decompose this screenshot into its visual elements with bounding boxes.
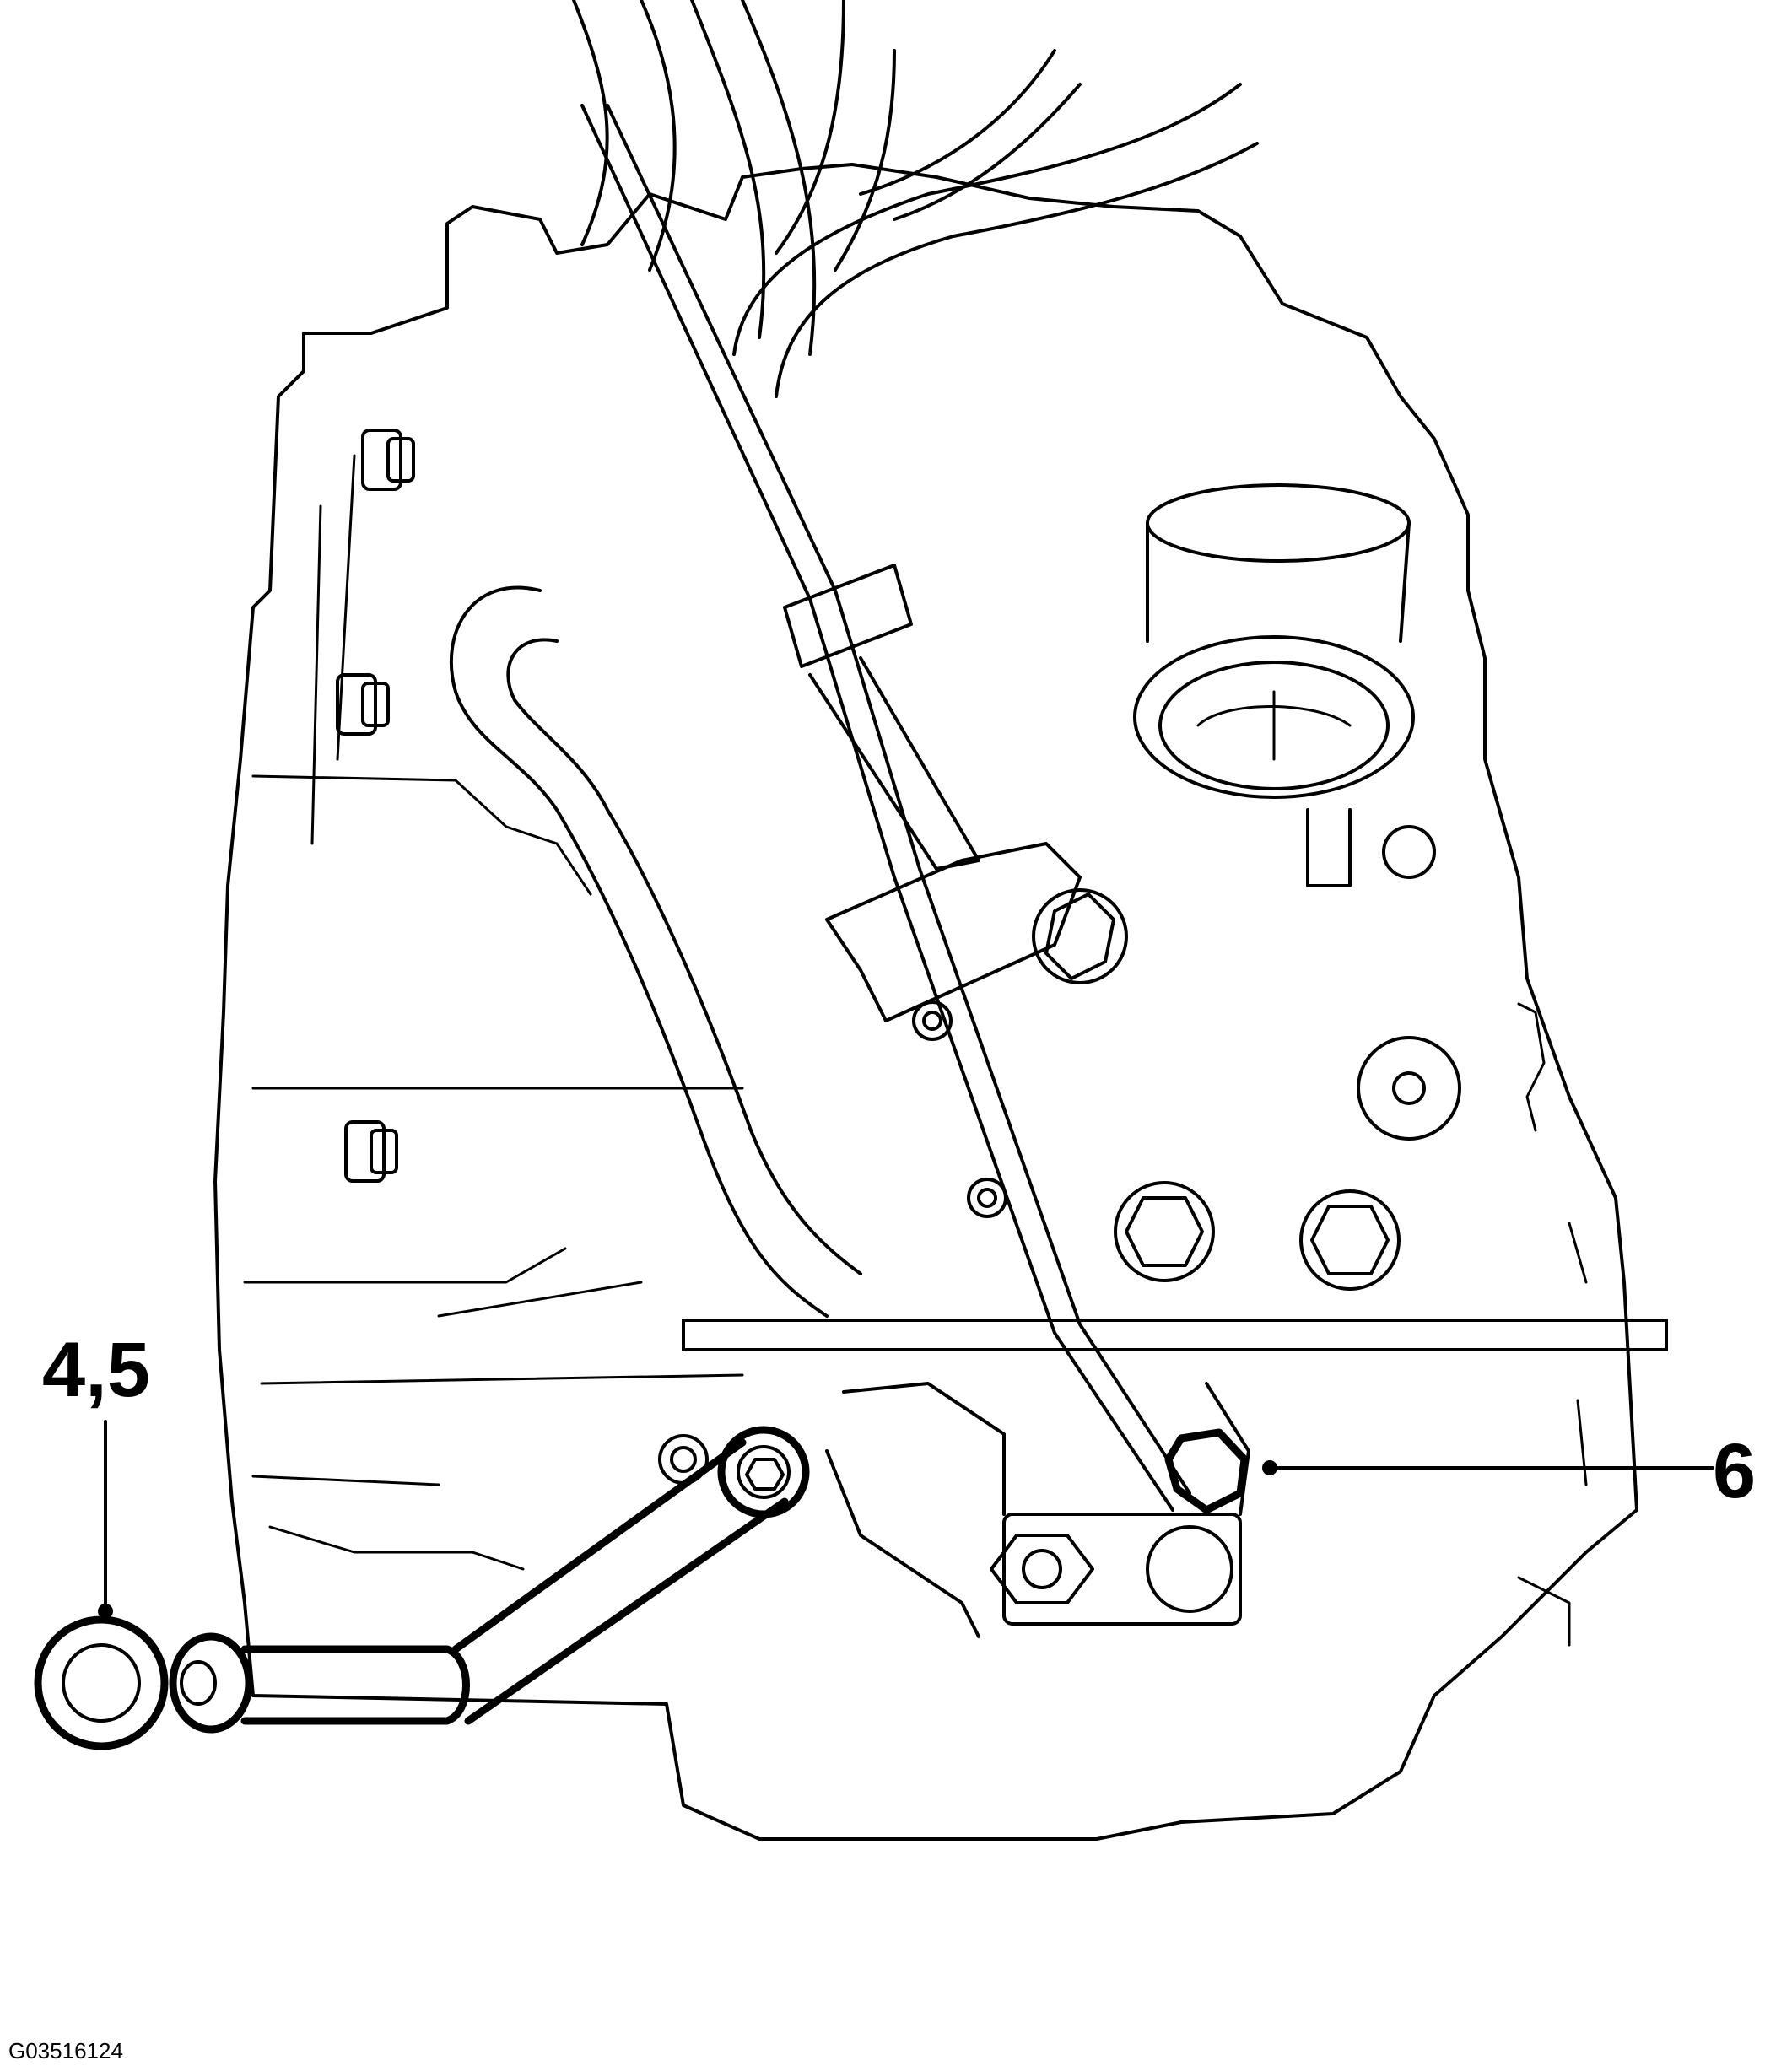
housing-inner-edge [251, 774, 744, 1571]
lower-bolt-1-hex [1125, 1196, 1204, 1267]
breather-hose [449, 585, 862, 1318]
tool-arm-pivot [717, 1426, 810, 1518]
small-bolt-2 [967, 1178, 1007, 1218]
tool-socket-collar-inner [180, 1660, 217, 1706]
tool-arm-pivot-inner [737, 1445, 791, 1499]
plug-6-hex [1164, 1428, 1249, 1514]
shift-bracket [825, 842, 1128, 1022]
breather-hose-inner [506, 638, 862, 1275]
bracket-plate [825, 842, 1082, 1022]
bolt-left-3 [344, 1120, 386, 1183]
top-hoses [572, 0, 1259, 398]
small-bolt-1-core [922, 1011, 942, 1031]
solenoid-body [1146, 521, 1411, 643]
small-bolt-4 [1382, 825, 1436, 879]
lower-bolt-2-hex [1310, 1205, 1390, 1275]
lower-bracket-body [825, 1382, 1250, 1638]
hose-top-3 [775, 0, 896, 272]
hose-top-5 [732, 83, 1259, 398]
callout-4-5: 4,5 [42, 1327, 150, 1413]
straight-edge [682, 1319, 1668, 1351]
lower-bolts [1114, 1181, 1401, 1291]
round-boss-right [1357, 1036, 1461, 1141]
leader-lines [98, 1420, 1714, 1619]
lever-bracket-plate [1002, 1513, 1242, 1626]
tool-socket-head [34, 1615, 169, 1750]
tool-arm [451, 1438, 789, 1725]
shift-lever-bracket [825, 1382, 1250, 1638]
bolt-washer-upper [1032, 888, 1128, 984]
torque-tool [34, 1426, 810, 1750]
leader-6-dot [1262, 1460, 1277, 1475]
solenoid-face-inner [1158, 661, 1390, 790]
lower-bolt-1-washer [1114, 1181, 1215, 1282]
housing-outline [213, 163, 1638, 1841]
housing-rib-right [1517, 1002, 1588, 1647]
tool-socket-face [62, 1643, 141, 1723]
lever-shaft-end [1146, 1525, 1233, 1613]
bolt-left-3-head [370, 1129, 398, 1174]
hose-top-4 [859, 49, 1082, 221]
leader-4-5-dot [98, 1604, 113, 1619]
bolt-left-1-head [386, 437, 415, 483]
bolt-left-2-head [361, 682, 390, 727]
tool-pivot-hex [745, 1458, 785, 1491]
round-boss-right-core [1392, 1071, 1426, 1105]
tool-shaft [240, 1645, 470, 1725]
callout-6: 6 [1713, 1428, 1756, 1514]
center-bolts [658, 825, 1461, 1485]
bolt-left-1 [361, 429, 402, 491]
solenoid-stem [1306, 808, 1352, 887]
figure-id: G03516124 [8, 2038, 123, 2063]
left-bolts [336, 429, 415, 1183]
straight-edge-end [682, 1319, 1668, 1351]
solenoid-mark [1196, 690, 1352, 761]
transaxle-housing [213, 163, 1638, 1841]
small-bolt-3-core [670, 1446, 697, 1473]
dipstick-tube [580, 104, 1191, 1512]
lever-bracket-hex-core [1022, 1549, 1062, 1589]
small-bolt-2-core [977, 1188, 997, 1208]
bolt-left-2 [336, 673, 377, 736]
plug-item-6 [1164, 1428, 1249, 1514]
solenoid-top [1146, 483, 1411, 563]
lever-bracket-hex [990, 1534, 1094, 1604]
solenoid-unit [1133, 483, 1415, 887]
hose-top-1 [572, 0, 677, 272]
solenoid-face [1133, 635, 1415, 799]
dipstick-line-b [606, 104, 1191, 1495]
hex-bolt-upper [1044, 893, 1115, 980]
lower-bolt-2-washer [1299, 1189, 1401, 1291]
housing-rib-left [243, 454, 643, 1318]
dipstick-line-a [580, 104, 1174, 1512]
small-bolt-1 [912, 1000, 953, 1041]
tool-socket-collar [169, 1632, 253, 1734]
dipstick-sleeve [783, 564, 980, 871]
breather-hose-outer [449, 585, 829, 1318]
